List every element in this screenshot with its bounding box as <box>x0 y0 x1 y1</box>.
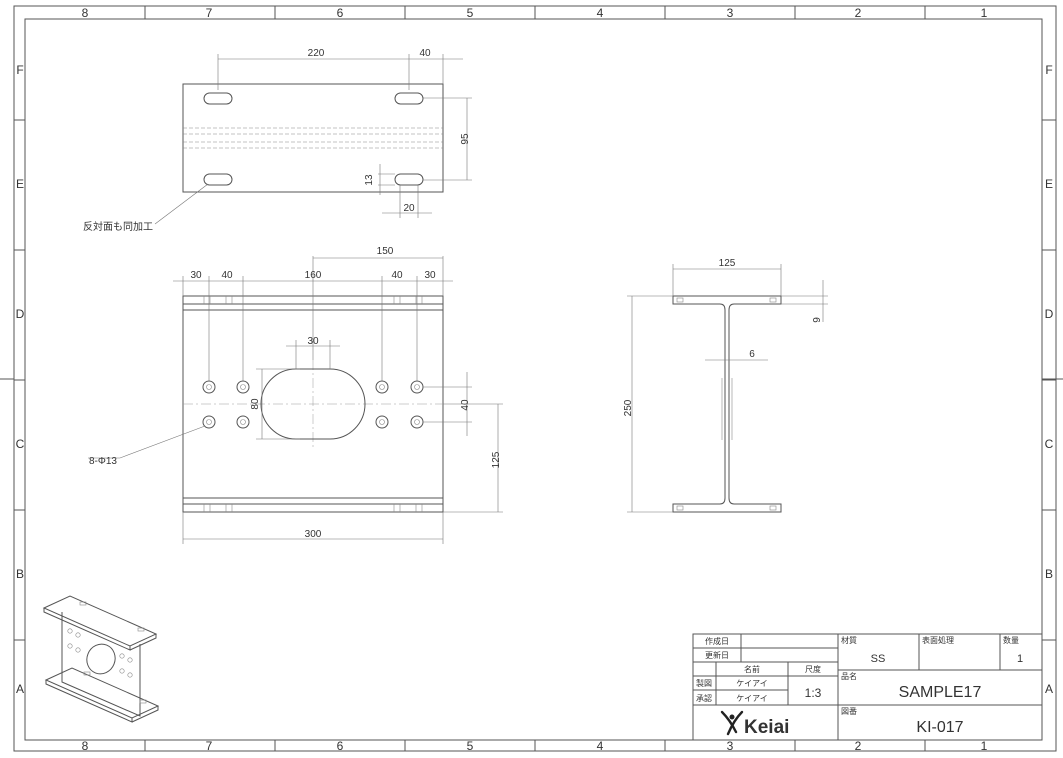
dim-125-front: 125 <box>491 451 502 468</box>
row-label: A <box>1045 682 1053 696</box>
drawn-label: 製図 <box>696 678 712 688</box>
dim-40-top: 40 <box>419 48 431 59</box>
part-name-label: 品名 <box>841 671 857 681</box>
note-opposite-side: 反対面も同加工 <box>83 220 153 233</box>
drawing-number-value: KI-017 <box>916 719 963 736</box>
row-labels-left: F E D C B A <box>16 63 25 696</box>
material-label: 材質 <box>841 635 857 645</box>
row-label: B <box>1045 567 1053 581</box>
row-label: F <box>1045 63 1052 77</box>
dim-20: 20 <box>403 203 415 214</box>
column-label: 4 <box>597 739 604 753</box>
row-label: B <box>16 567 24 581</box>
keiai-logo-icon <box>720 710 744 736</box>
row-label: E <box>1045 177 1053 191</box>
column-label: 5 <box>467 739 474 753</box>
column-label: 7 <box>206 6 213 20</box>
part-name-value: SAMPLE17 <box>899 684 982 701</box>
surface-treatment-label: 表面処理 <box>922 635 954 645</box>
created-date-label: 作成日 <box>705 636 729 646</box>
hole-callout: 8-Φ13 <box>89 456 117 467</box>
column-label: 2 <box>855 739 862 753</box>
dim-160: 160 <box>305 270 322 281</box>
row-label: D <box>16 307 25 321</box>
column-label: 3 <box>727 739 734 753</box>
column-labels-top: 8 7 6 5 4 3 2 1 <box>82 6 988 20</box>
drawing-number-label: 図番 <box>841 706 857 716</box>
keiai-logo: Keiai <box>720 710 789 738</box>
approved-name: ケイアイ <box>736 694 767 703</box>
dim-9: 9 <box>812 317 823 323</box>
material-value: SS <box>871 653 886 665</box>
row-label: C <box>16 437 25 451</box>
column-label: 8 <box>82 739 89 753</box>
keiai-logo-text: Keiai <box>744 717 789 738</box>
title-block: 作成日 更新日 名前 尺度 製図 ケイアイ 承認 ケイアイ 1:3 材質 SS … <box>692 633 1043 741</box>
row-labels-right: F E D C B A <box>1045 63 1054 696</box>
front-view: 150 30 40 160 40 30 30 80 40 125 300 <box>88 246 503 544</box>
dim-30-right: 30 <box>424 270 436 281</box>
row-label: F <box>16 63 23 77</box>
scale-label: 尺度 <box>805 664 821 674</box>
dim-13: 13 <box>364 174 375 186</box>
quantity-label: 数量 <box>1003 635 1019 645</box>
approved-label: 承認 <box>696 693 712 703</box>
name-label: 名前 <box>744 664 760 674</box>
row-label: E <box>16 177 24 191</box>
dim-220: 220 <box>308 48 325 59</box>
scale-value: 1:3 <box>805 686 822 700</box>
dim-40-right: 40 <box>391 270 403 281</box>
column-label: 1 <box>981 739 988 753</box>
isometric-view <box>42 595 160 723</box>
column-label: 4 <box>597 6 604 20</box>
column-label: 5 <box>467 6 474 20</box>
side-view: 125 9 6 250 <box>623 258 828 513</box>
quantity-value: 1 <box>1017 653 1023 665</box>
top-view: 220 40 95 13 20 反対面も同加工 <box>83 48 472 233</box>
dim-80: 80 <box>250 398 261 410</box>
column-labels-bottom: 8 7 6 5 4 3 2 1 <box>82 739 988 753</box>
column-label: 2 <box>855 6 862 20</box>
dim-30-opening: 30 <box>307 336 319 347</box>
row-label: C <box>1045 437 1054 451</box>
dim-6: 6 <box>749 349 755 360</box>
column-label: 3 <box>727 6 734 20</box>
drawn-name: ケイアイ <box>736 679 767 688</box>
dim-40-left: 40 <box>221 270 233 281</box>
sheet-border <box>0 5 1063 752</box>
column-label: 7 <box>206 739 213 753</box>
column-label: 6 <box>337 739 344 753</box>
column-label: 1 <box>981 6 988 20</box>
dim-300: 300 <box>305 529 322 540</box>
dim-125-flange: 125 <box>719 258 736 269</box>
dim-95: 95 <box>460 133 471 145</box>
column-label: 6 <box>337 6 344 20</box>
dim-40-vertical: 40 <box>460 399 471 411</box>
dim-150: 150 <box>377 246 394 257</box>
row-label: D <box>1045 307 1054 321</box>
column-label: 8 <box>82 6 89 20</box>
updated-date-label: 更新日 <box>705 650 729 660</box>
row-label: A <box>16 682 24 696</box>
dim-30-left: 30 <box>190 270 202 281</box>
dim-250: 250 <box>623 399 634 416</box>
